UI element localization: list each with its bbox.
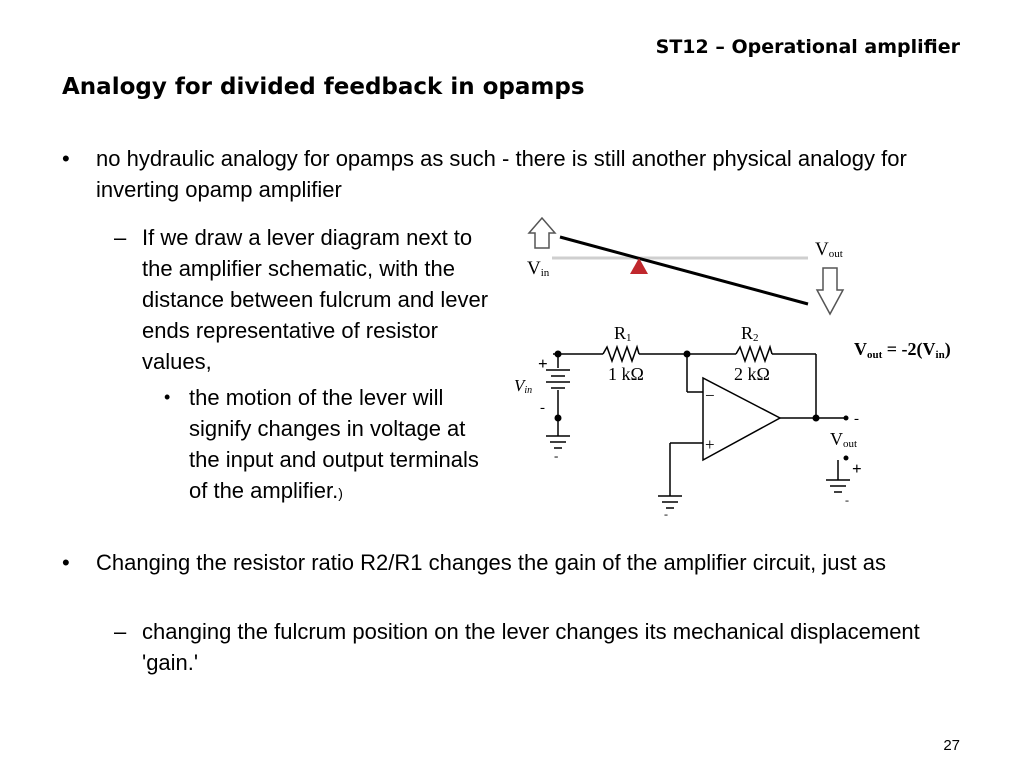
node-dot — [554, 350, 562, 358]
r1-value: 1 kΩ — [608, 364, 644, 384]
circuit-wires — [546, 344, 850, 509]
plus-sign: + — [852, 459, 862, 478]
r2-label: R2 — [741, 323, 759, 344]
terminal-dot — [843, 415, 849, 421]
minus-sign: - — [554, 448, 558, 463]
gain-equation: Vout = -2(Vin) — [854, 339, 951, 361]
bullet-1-text: no hydraulic analogy for opamps as such … — [96, 146, 907, 202]
input-up-arrow-icon — [527, 216, 557, 249]
bullet-2-text: Changing the resistor ratio R2/R1 change… — [96, 550, 886, 575]
minus-sign: - — [845, 493, 849, 507]
bullet-marker-sub: • — [164, 387, 171, 407]
node-dot — [554, 414, 562, 422]
page-number: 27 — [943, 737, 960, 754]
sub-bullet-2-text: changing the fulcrum position on the lev… — [142, 619, 920, 675]
minus-sign: - — [854, 411, 859, 427]
header-title: ST12 – Operational amplifier — [655, 36, 960, 58]
slide-title: Analogy for divided feedback in opamps — [62, 74, 585, 100]
opamp-inverting-sign: − — [705, 386, 715, 405]
minus-sign: - — [664, 507, 668, 520]
terminal-dot — [843, 455, 849, 461]
lever-bar — [559, 235, 809, 306]
lever-vin-label: Vin — [527, 258, 550, 279]
node-dot — [683, 350, 691, 358]
minus-sign: - — [540, 400, 545, 416]
node-dot — [812, 414, 820, 422]
circuit-vin-label: Vin — [514, 376, 532, 396]
sub-sub-bullet-1-text: the motion of the lever will signify cha… — [189, 385, 479, 503]
r2-value: 2 kΩ — [734, 364, 770, 384]
sub-bullet-1-text: If we draw a lever diagram next to the a… — [142, 225, 489, 374]
circuit-vout-label: Vout — [830, 429, 857, 450]
bullet-marker-2: • — [62, 550, 70, 575]
bullet-marker-1: • — [62, 146, 70, 171]
opamp-noninverting-sign: + — [705, 435, 715, 454]
dash-marker-2: – — [114, 619, 127, 644]
r1-label: R1 — [614, 323, 632, 344]
lever-opamp-diagram: Vin Vout + Vin — [514, 216, 951, 520]
output-down-arrow-icon — [815, 267, 845, 316]
sub-sub-bullet-1-paren: ) — [338, 485, 343, 501]
dash-marker-1: – — [114, 225, 127, 250]
plus-sign: + — [538, 354, 548, 373]
sub-sub-bullet-1: the motion of the lever will signify cha… — [189, 382, 494, 509]
lever-vout-label: Vout — [815, 239, 843, 260]
fulcrum-icon — [630, 258, 648, 274]
